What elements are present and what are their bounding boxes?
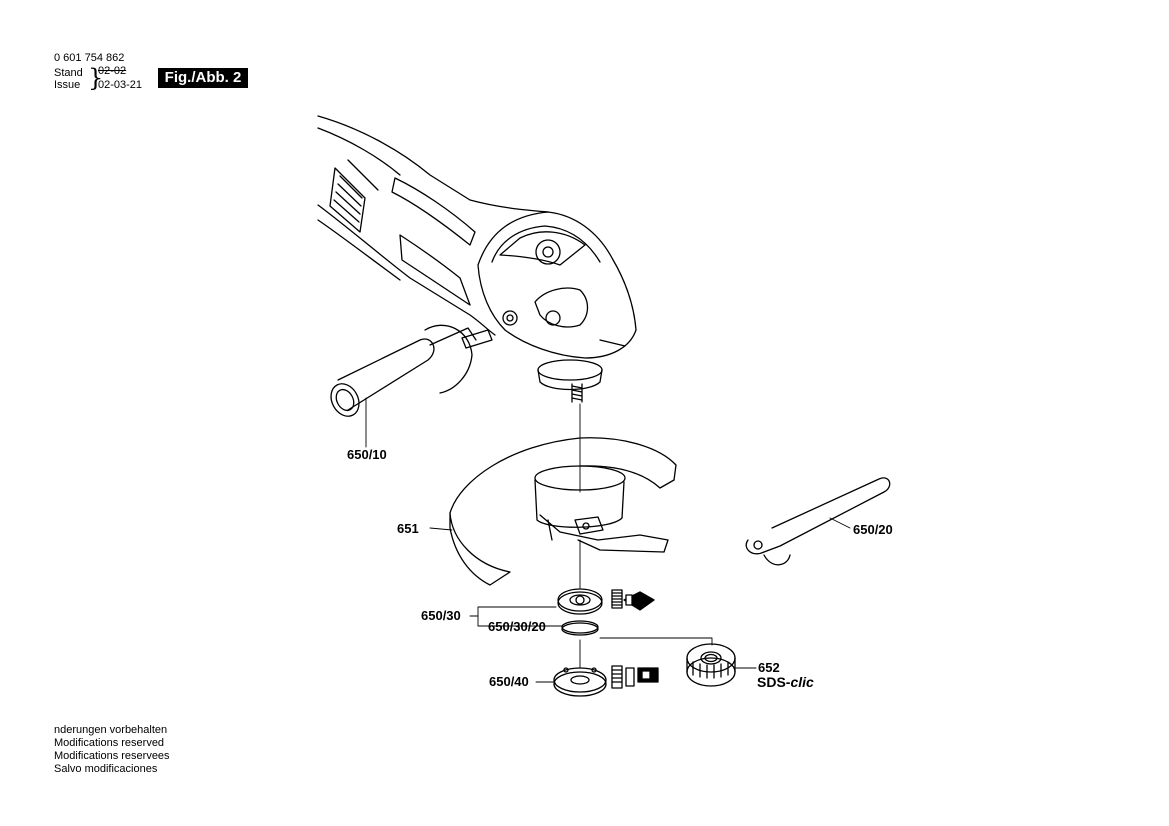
orientation-symbol-lower (611, 665, 659, 689)
footer-line-german: nderungen vorbehalten (54, 724, 168, 736)
wheel-guard-illustration (449, 437, 677, 586)
document-number: 0 601 754 862 (54, 52, 125, 64)
sds-clic-label: SDS-clic (757, 674, 814, 690)
part-label-650-30-20: 650/30/20 (488, 619, 546, 634)
figure-label: Fig./Abb. 2 (158, 68, 248, 88)
stand-label: Stand (54, 67, 83, 79)
issue-label: Issue (54, 79, 81, 91)
angle-grinder-illustration (317, 115, 637, 403)
part-label-652: 652 (758, 660, 780, 675)
part-label-650-20: 650/20 (853, 522, 893, 537)
leader-lines (365, 397, 851, 683)
part-label-650-10: 650/10 (347, 447, 387, 462)
orientation-symbol-upper (611, 589, 655, 611)
part-label-650-30: 650/30 (421, 608, 461, 623)
footer-line-french: Modifications reservees (54, 750, 170, 762)
mounting-flange-illustration (553, 667, 607, 697)
sds-clic-nut-illustration (686, 643, 736, 687)
part-label-651: 651 (397, 521, 419, 536)
part-label-650-40: 650/40 (489, 674, 529, 689)
old-date: 02-02 (98, 65, 127, 77)
auxiliary-handle-illustration (330, 324, 493, 417)
brace-symbol: } (88, 64, 104, 92)
footer-line-spanish: Salvo modificaciones (54, 763, 158, 775)
flange-nut-illustration (557, 588, 603, 636)
sds-suffix: clic (790, 674, 814, 690)
footer-line-english: Modifications reserved (54, 737, 165, 749)
issue-date: 02-03-21 (98, 79, 143, 91)
sds-prefix: SDS- (757, 674, 791, 690)
